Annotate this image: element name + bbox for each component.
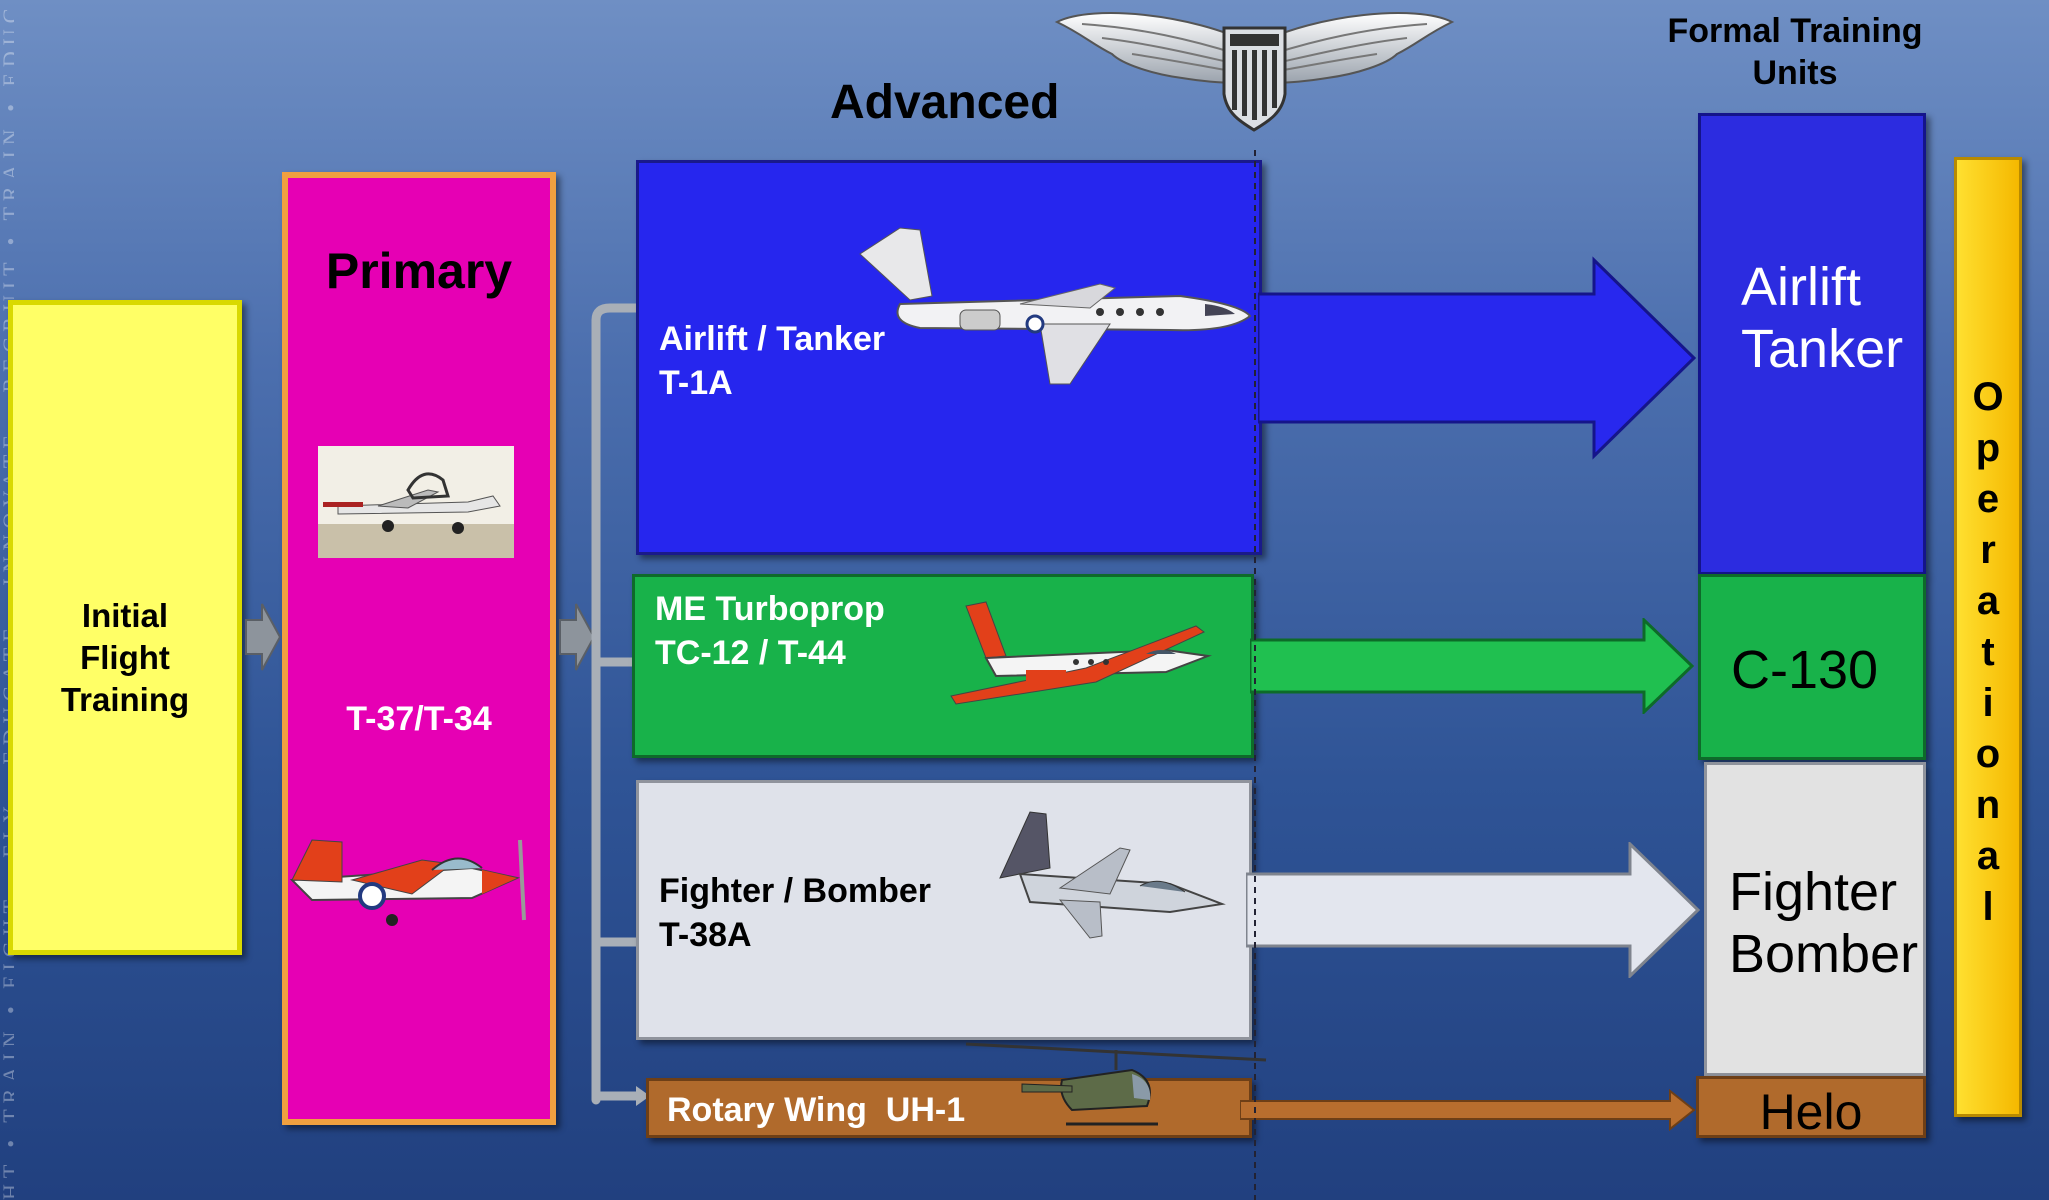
tc12-turboprop-icon: [946, 596, 1212, 706]
operational-letter: O: [1957, 372, 2019, 423]
fighter-arrow: [1246, 842, 1702, 978]
ftu-header-line2: Units: [1640, 52, 1950, 94]
airlift-arrow: [1258, 256, 1698, 460]
ftu-c130-box: C-130: [1698, 574, 1926, 760]
turboprop-line1: ME Turboprop: [655, 587, 885, 631]
ftu-airlift-tanker-label: Airlift Tanker: [1741, 256, 1903, 380]
operational-label: O p e r a t i o n a l: [1957, 372, 2019, 933]
initial-line3: Training: [13, 679, 237, 721]
operational-letter: a: [1957, 831, 2019, 882]
operational-letter: l: [1957, 882, 2019, 933]
initial-line1: Initial: [13, 595, 237, 637]
operational-bar: O p e r a t i o n a l: [1954, 157, 2022, 1117]
t34-trainer-icon: [272, 820, 542, 940]
ftu-airlift-tanker-box: Airlift Tanker: [1698, 113, 1926, 575]
fighter-line2: T-38A: [659, 913, 931, 957]
turboprop-arrow: [1250, 618, 1696, 714]
ftu-c130-label: C-130: [1731, 639, 1878, 701]
uh1-helicopter-icon: [962, 1040, 1270, 1150]
t38-jet-icon: [990, 808, 1230, 948]
ftu-header-line1: Formal Training: [1640, 10, 1950, 52]
rotary-wing-label: Rotary Wing UH-1: [667, 1091, 965, 1130]
operational-letter: e: [1957, 474, 2019, 525]
ftu-fighter-line2: Bomber: [1729, 923, 1918, 985]
primary-title: Primary: [288, 242, 550, 300]
operational-letter: p: [1957, 423, 2019, 474]
wings-badge-icon: [1052, 4, 1457, 134]
ftu-helo-label: Helo: [1699, 1083, 1923, 1141]
initial-line2: Flight: [13, 637, 237, 679]
primary-aircraft-label: T-37/T-34: [288, 700, 550, 739]
t1a-jet-icon: [840, 224, 1260, 394]
advanced-header: Advanced: [830, 75, 1059, 130]
operational-letter: a: [1957, 576, 2019, 627]
turboprop-line2: TC-12 / T-44: [655, 631, 885, 675]
operational-letter: n: [1957, 780, 2019, 831]
ftu-fighter-line1: Fighter: [1729, 861, 1918, 923]
t37-trainer-icon: [318, 446, 514, 558]
initial-flight-training-box: Initial Flight Training: [8, 300, 242, 955]
me-turboprop-label: ME Turboprop TC-12 / T-44: [655, 587, 885, 675]
ftu-helo-box: Helo: [1696, 1076, 1926, 1138]
dashed-guideline: [1252, 150, 1258, 1200]
ftu-fighter-bomber-box: Fighter Bomber: [1704, 762, 1926, 1076]
initial-flight-training-label: Initial Flight Training: [13, 595, 237, 721]
fighter-line1: Fighter / Bomber: [659, 869, 931, 913]
initial-to-primary-arrow: [244, 602, 284, 672]
operational-letter: o: [1957, 729, 2019, 780]
operational-letter: t: [1957, 627, 2019, 678]
rotary-arrow: [1240, 1088, 1696, 1132]
ftu-airlift-line2: Tanker: [1741, 318, 1903, 380]
ftu-fighter-bomber-label: Fighter Bomber: [1729, 861, 1918, 985]
operational-letter: i: [1957, 678, 2019, 729]
ftu-header: Formal Training Units: [1640, 10, 1950, 94]
fighter-bomber-label: Fighter / Bomber T-38A: [659, 869, 931, 957]
primary-box: Primary T-37/T-34: [282, 172, 556, 1125]
operational-letter: r: [1957, 525, 2019, 576]
ftu-airlift-line1: Airlift: [1741, 256, 1903, 318]
